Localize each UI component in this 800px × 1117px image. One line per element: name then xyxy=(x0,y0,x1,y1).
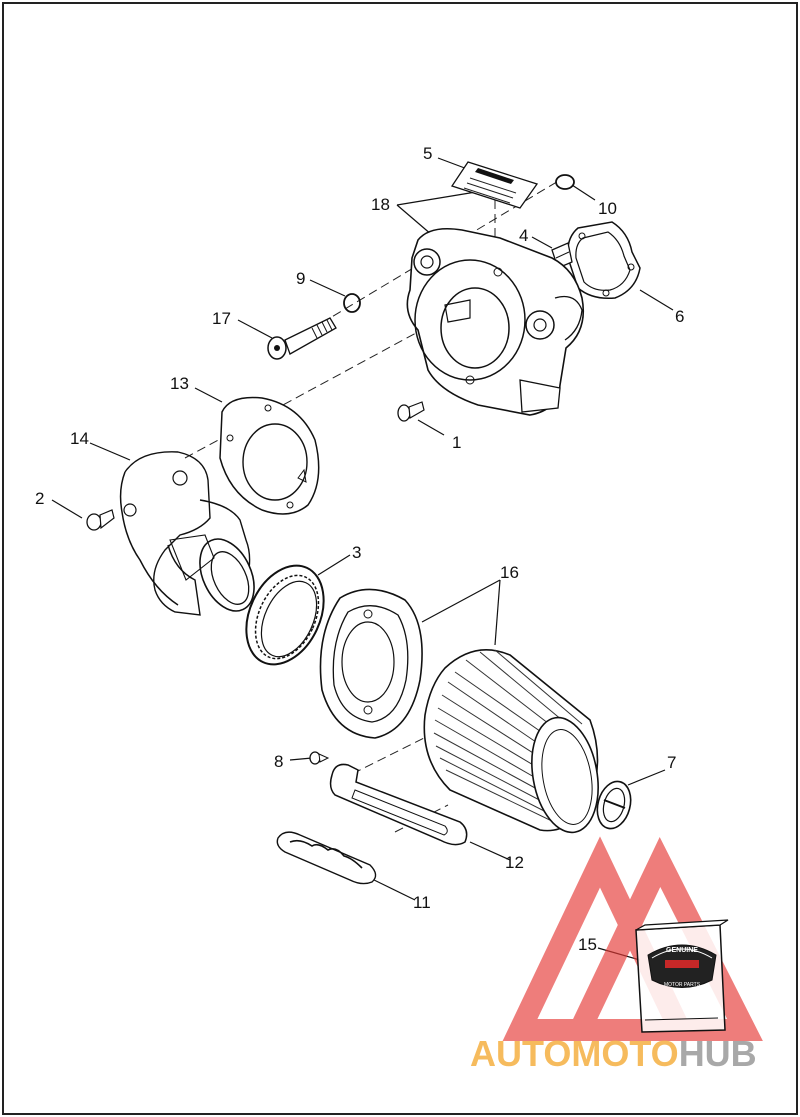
callout-11: 11 xyxy=(413,893,431,912)
screw-8 xyxy=(309,751,330,765)
callout-8: 8 xyxy=(274,752,283,771)
screw-1 xyxy=(397,401,425,422)
cone-filter xyxy=(423,648,599,834)
emblem-medallion xyxy=(596,780,632,830)
callout-7: 7 xyxy=(667,753,676,772)
backplate xyxy=(406,227,585,416)
callout-2: 2 xyxy=(35,489,44,508)
badge-bottom-text: MOTOR PARTS xyxy=(664,982,701,988)
filter-backplate xyxy=(319,588,423,739)
gasket-ring xyxy=(219,396,320,515)
leader-lines xyxy=(51,157,674,961)
label-plate xyxy=(450,161,539,209)
callout-16: 16 xyxy=(500,563,519,582)
callout-6: 6 xyxy=(675,307,684,326)
genuine-parts-badge: GENUINE MOTOR PARTS xyxy=(647,944,717,988)
elbow-adapter xyxy=(119,451,255,616)
callout-numbers: 1 2 3 4 5 6 7 8 9 10 11 12 13 14 15 16 1… xyxy=(35,144,684,954)
callout-18: 18 xyxy=(371,195,390,214)
callout-1: 1 xyxy=(452,433,461,452)
callout-15: 15 xyxy=(578,935,597,954)
o-ring-9 xyxy=(343,293,361,313)
callout-17: 17 xyxy=(212,309,231,328)
svg-text:AUTOMOTOHUB: AUTOMOTOHUB xyxy=(470,1033,757,1074)
watermark-moto: MOTO xyxy=(571,1033,678,1074)
callout-3: 3 xyxy=(352,543,361,562)
callout-13: 13 xyxy=(170,374,189,393)
callout-14: 14 xyxy=(70,429,89,448)
genuine-parts-box: GENUINE MOTOR PARTS xyxy=(635,919,729,1033)
callout-5: 5 xyxy=(423,144,432,163)
callout-12: 12 xyxy=(505,853,524,872)
bolt-17 xyxy=(267,317,337,360)
filter-trim xyxy=(329,763,468,846)
callout-10: 10 xyxy=(598,199,617,218)
script-badge xyxy=(276,831,377,885)
o-ring-10 xyxy=(555,174,575,190)
watermark-hub: HUB xyxy=(679,1033,757,1074)
clamp-band xyxy=(245,564,325,666)
callout-4: 4 xyxy=(519,226,528,245)
callout-9: 9 xyxy=(296,269,305,288)
watermark-auto: AUTO xyxy=(470,1033,571,1074)
badge-top-text: GENUINE xyxy=(666,947,698,954)
watermark-text: AUTOMOTOHUB xyxy=(470,1033,757,1074)
screw-2 xyxy=(86,509,115,531)
